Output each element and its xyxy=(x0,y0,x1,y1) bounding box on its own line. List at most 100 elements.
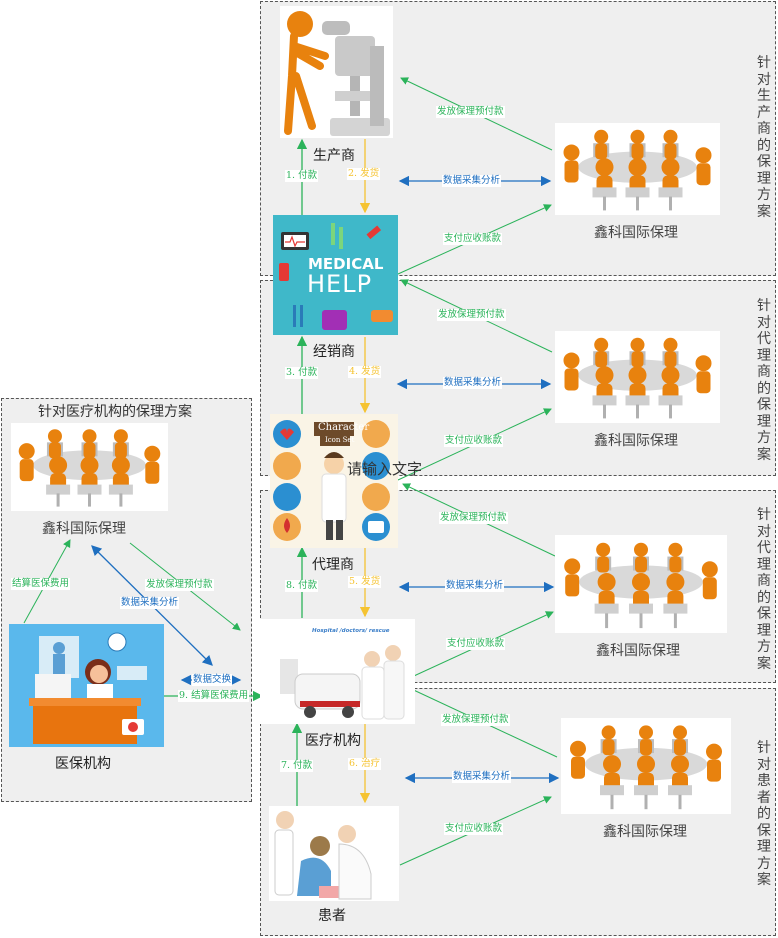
factor-label-2: 鑫科国际保理 xyxy=(594,433,678,449)
person-head xyxy=(668,542,683,557)
manufacturer-image xyxy=(280,6,393,138)
person-head xyxy=(144,445,161,462)
person-head xyxy=(673,725,687,740)
person-head xyxy=(671,755,689,774)
person-head xyxy=(663,337,678,352)
chair-shape xyxy=(668,785,692,796)
person-head xyxy=(666,573,685,592)
edge-label-receivable-1: 支付应收账款 xyxy=(443,233,503,245)
person-body xyxy=(696,163,711,186)
hospital-image: Hospital /doctors/ rescue xyxy=(260,619,415,724)
hospital-label: 医疗机构 xyxy=(305,733,361,749)
panel-distributor-title: 针对代理商的保理方案 xyxy=(757,298,771,463)
person-head xyxy=(634,542,648,557)
person-body xyxy=(597,556,610,573)
doctor-patient-icon xyxy=(274,811,372,900)
manufacturer-label: 生产商 xyxy=(313,148,355,164)
person-head xyxy=(80,456,99,475)
factor-image-3 xyxy=(555,535,727,633)
panel-patient-title: 针对患者的保理方案 xyxy=(757,740,771,888)
factor-image-2 xyxy=(555,331,720,423)
edge-label-pay-1: 1. 付款 xyxy=(285,170,319,182)
factor-image-1 xyxy=(555,123,720,215)
person-head xyxy=(563,144,580,161)
person-head xyxy=(695,147,712,164)
factor-label-1: 鑫科国际保理 xyxy=(594,225,678,241)
insurance-image xyxy=(9,624,164,747)
factor-label-3: 鑫科国际保理 xyxy=(596,643,680,659)
chair-shape xyxy=(600,785,624,796)
edge-label-ship-4: 4. 发货 xyxy=(348,366,382,378)
person-head xyxy=(701,561,718,578)
person-head xyxy=(570,740,586,757)
meeting-table-icon xyxy=(564,542,718,629)
edge-label-treat-6: 6. 治疗 xyxy=(348,758,382,770)
person-head xyxy=(594,129,609,144)
person-body xyxy=(664,143,677,160)
person-head xyxy=(49,456,68,475)
meeting-table-icon xyxy=(18,429,161,507)
edge-label-data-4: 数据采集分析 xyxy=(452,771,512,783)
person-head xyxy=(111,456,130,475)
character-text-line2: Icon Set xyxy=(325,436,355,444)
chair-shape xyxy=(594,603,619,614)
person-body xyxy=(631,143,644,160)
chair-shape xyxy=(592,187,617,198)
person-head xyxy=(594,337,609,352)
distributor-image: MEDICAL HELP xyxy=(273,215,398,335)
edge-label-data-hospital: 数据采集分析 xyxy=(120,597,180,609)
person-head xyxy=(113,429,128,444)
chair-shape xyxy=(46,484,71,495)
edge-label-receivable-4: 支付应收账款 xyxy=(444,823,504,835)
person-body xyxy=(635,556,647,573)
person-body xyxy=(595,143,608,160)
chair-shape xyxy=(629,603,653,614)
chair-shape xyxy=(77,484,102,495)
edge-label-exchange: 数据交换 xyxy=(192,674,233,686)
edge-label-receivable-2: 支付应收账款 xyxy=(444,435,504,447)
person-body xyxy=(48,442,61,459)
chair-shape xyxy=(663,603,688,614)
edge-label-settle-9: 9. 结算医保费用 xyxy=(178,690,250,702)
meeting-table-icon xyxy=(563,129,712,211)
text-placeholder[interactable]: 请输入文字 xyxy=(347,460,423,478)
character-text-line1: Character xyxy=(318,422,370,433)
patient-label: 患者 xyxy=(318,908,346,924)
person-body xyxy=(19,459,34,482)
person-body xyxy=(640,739,652,756)
person-head xyxy=(18,443,35,460)
edge-label-pay-8: 8. 付款 xyxy=(285,580,319,592)
meeting-table-icon xyxy=(563,337,712,419)
person-head xyxy=(595,158,614,177)
person-head xyxy=(601,725,616,740)
person-body xyxy=(83,442,96,459)
chair-shape xyxy=(625,395,650,406)
person-head xyxy=(637,755,655,774)
person-body xyxy=(702,577,717,600)
edge-label-advance-3: 发放保理预付款 xyxy=(439,512,508,524)
person-head xyxy=(639,725,653,740)
meeting-table-icon xyxy=(570,725,722,810)
edge-label-advance-hospital: 发放保理预付款 xyxy=(145,579,214,591)
insurance-doctor-desk-icon xyxy=(29,632,147,744)
person-head xyxy=(661,366,680,385)
person-body xyxy=(669,556,682,573)
doctor-character-icon xyxy=(273,420,390,541)
medical-text-line1: MEDICAL xyxy=(308,255,384,273)
person-head xyxy=(630,337,645,352)
factor-label-4: 鑫科国际保理 xyxy=(603,824,687,840)
medical-help-icon xyxy=(279,223,393,330)
chair-shape xyxy=(592,395,617,406)
panel-agent-title: 针对代理商的保理方案 xyxy=(757,507,771,672)
person-head xyxy=(564,558,581,575)
person-head xyxy=(82,429,97,444)
factor-image-hospital xyxy=(11,423,168,511)
person-head xyxy=(628,158,647,177)
scientist-microscope-icon xyxy=(284,11,390,136)
person-head xyxy=(628,366,647,385)
person-body xyxy=(114,442,127,459)
panel-hospital-title: 针对医疗机构的保理方案 xyxy=(38,404,192,420)
edge-label-settle-insurance: 结算医保费用 xyxy=(11,578,71,590)
factor-label-hospital: 鑫科国际保理 xyxy=(42,521,126,537)
person-body xyxy=(696,371,711,394)
